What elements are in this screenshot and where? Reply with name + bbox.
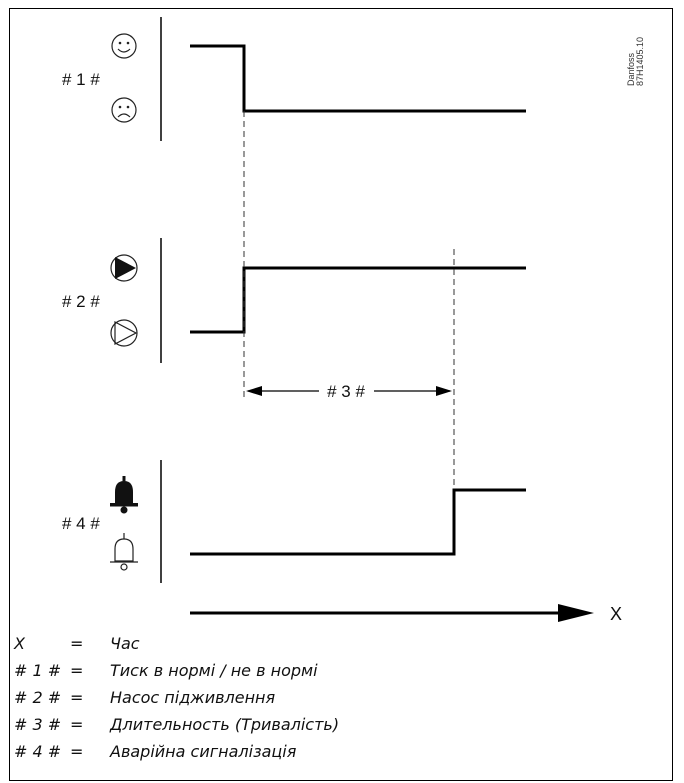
legend-key: # 1 #	[14, 661, 62, 680]
diagram-frame	[9, 8, 673, 781]
pump-off-icon	[110, 319, 138, 347]
legend-row: # 2 # = Насос підживлення	[14, 688, 654, 715]
legend-key: # 4 #	[14, 742, 62, 761]
signal-1-label: # 1 #	[62, 70, 100, 89]
time-axis-arrow-icon	[558, 604, 594, 622]
interval-arrow	[246, 386, 452, 396]
alarm-bell-off-icon	[110, 533, 138, 571]
watermark: Danfoss 87H1405.10	[626, 37, 645, 86]
smiley-happy-icon	[111, 33, 137, 59]
legend-desc: Тиск в нормі / не в нормі	[110, 661, 318, 680]
pump-on-icon	[110, 254, 138, 282]
legend-key: X	[14, 634, 25, 653]
signal-2-label: # 2 #	[62, 292, 100, 311]
legend-key: # 2 #	[14, 688, 62, 707]
signal-1-trace	[190, 44, 526, 113]
signal-4-label: # 4 #	[62, 514, 100, 533]
smiley-sad-icon	[111, 97, 137, 123]
legend-eq: =	[70, 742, 84, 761]
x-axis-label: X	[610, 604, 622, 624]
legend-eq: =	[70, 715, 84, 734]
legend-eq: =	[70, 661, 84, 680]
interval-label: # 3 #	[327, 382, 365, 401]
legend-row: # 1 # = Тиск в нормі / не в нормі	[14, 661, 654, 688]
legend-desc: Аварійна сигналізація	[110, 742, 297, 761]
legend: X = Час # 1 # = Тиск в нормі / не в норм…	[14, 634, 654, 769]
signal-2-trace	[190, 266, 526, 334]
legend-eq: =	[70, 688, 84, 707]
legend-row: # 3 # = Длительность (Тривалість)	[14, 715, 654, 742]
legend-row: X = Час	[14, 634, 654, 661]
watermark-line2: 87H1405.10	[635, 37, 645, 86]
watermark-line1: Danfoss	[626, 52, 636, 86]
time-axis	[190, 604, 594, 622]
legend-desc: Длительность (Тривалість)	[110, 715, 340, 734]
legend-row: # 4 # = Аварійна сигналізація	[14, 742, 654, 769]
legend-desc: Насос підживлення	[110, 688, 276, 707]
legend-desc: Час	[110, 634, 140, 653]
signal-4-trace	[190, 488, 526, 556]
legend-key: # 3 #	[14, 715, 62, 734]
alarm-bell-on-icon	[110, 476, 138, 514]
legend-eq: =	[70, 634, 84, 653]
